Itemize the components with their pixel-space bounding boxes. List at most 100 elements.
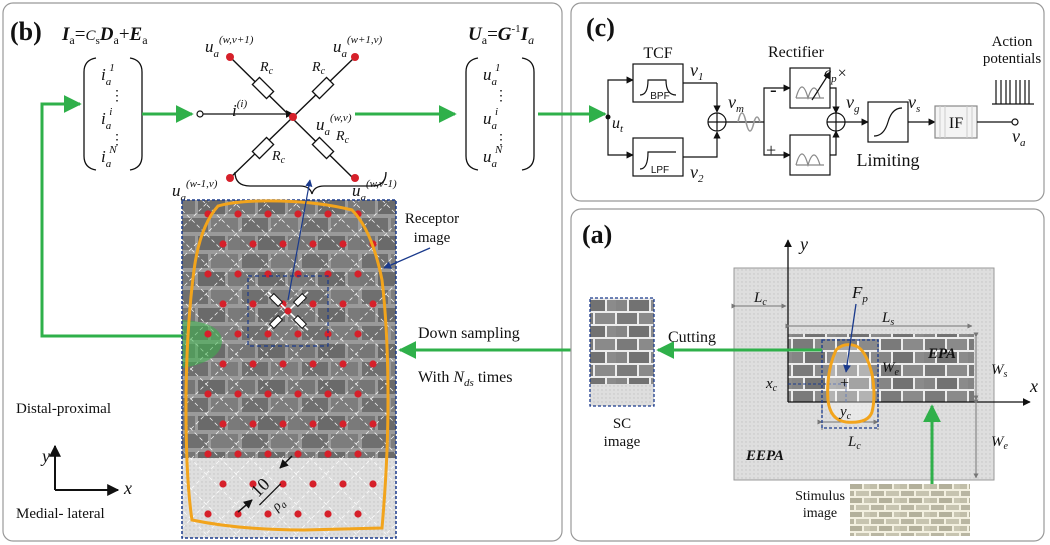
receptor-label-1: Receptor xyxy=(405,211,459,227)
vec-u-dots-1: ⋮ xyxy=(494,89,508,104)
distal-proximal-label: Distal-proximal xyxy=(16,401,111,417)
receptor-label-2: image xyxy=(414,230,451,246)
nds-label: With Nds times xyxy=(418,369,512,389)
axis-y-label-b: y xyxy=(40,446,50,466)
receptor-node xyxy=(234,270,242,278)
resistor-network xyxy=(196,53,359,182)
axis-x-label-b: x xyxy=(123,478,132,498)
node-br xyxy=(351,174,359,182)
receptor-node xyxy=(219,480,227,488)
receptor-node xyxy=(264,330,272,338)
lattice-line xyxy=(182,313,396,529)
fp-label: Fp xyxy=(851,283,868,305)
vec-i-dots-1: ⋮ xyxy=(110,89,124,104)
receptor-node xyxy=(294,390,302,398)
receptor-node xyxy=(279,480,287,488)
action-label-2: potentials xyxy=(983,51,1041,67)
receptor-node xyxy=(309,360,317,368)
axes-legend-b: y x Distal-proximal Medial- lateral xyxy=(16,401,132,522)
label-rc-tl: Rc xyxy=(259,60,274,77)
vec-i-top: ia1 xyxy=(101,62,115,88)
vm-waveform xyxy=(737,112,761,132)
cut-window xyxy=(821,339,879,429)
fp-arrow xyxy=(843,303,857,373)
vs-label: vs xyxy=(908,92,920,115)
receptor-node xyxy=(369,360,377,368)
resistor-tl xyxy=(251,76,275,100)
lattice-line xyxy=(321,200,396,275)
if-block: IF xyxy=(934,105,1019,139)
label-node-bl: ua(w-1,v) xyxy=(172,178,218,204)
ls-label: Ls xyxy=(881,310,894,328)
receptor-node xyxy=(279,360,287,368)
receptor-node xyxy=(294,450,302,458)
bpf-label: BPF xyxy=(650,91,669,102)
lattice-line xyxy=(261,200,396,335)
cutting-label: Cutting xyxy=(668,329,716,346)
label-rc-bl: Rc xyxy=(271,149,286,166)
receptor-node xyxy=(309,420,317,428)
eq-ia-formula: Ia=CsDa+Ea xyxy=(61,24,148,47)
limiting-block xyxy=(867,101,936,143)
receptor-node xyxy=(354,510,362,518)
sum-node-2 xyxy=(826,112,846,132)
lattice-line xyxy=(231,373,396,538)
receptor-node xyxy=(339,300,347,308)
we-outer-label: We xyxy=(991,434,1009,452)
receptor-node xyxy=(204,390,212,398)
sc-image-frame xyxy=(589,297,655,407)
receptor-node xyxy=(324,390,332,398)
receptor-node xyxy=(279,420,287,428)
receptor-node xyxy=(264,450,272,458)
receptor-node xyxy=(234,210,242,218)
yc-label: yc xyxy=(838,404,852,422)
receptor-node xyxy=(324,510,332,518)
we-inner-label: We xyxy=(882,360,900,378)
label-node-tr: ua(w+1,v) xyxy=(333,34,383,60)
vg-label: vg xyxy=(846,92,860,115)
node-tr xyxy=(351,53,359,61)
lc-bottom-label: Lc xyxy=(847,434,861,452)
epa-label: EPA xyxy=(927,346,956,362)
vector-u: ua1 ⋮ uai ⋮ uaN xyxy=(465,57,535,171)
label-rc-br: Rc xyxy=(335,129,350,146)
receptor-node xyxy=(309,240,317,248)
vec-i-mid: iai xyxy=(101,106,112,132)
lpf-label: LPF xyxy=(651,165,669,176)
receptor-node xyxy=(249,480,257,488)
receptor-node xyxy=(264,510,272,518)
epa-region xyxy=(788,334,974,402)
receptor-node xyxy=(249,300,257,308)
tcf-label: TCF xyxy=(643,45,672,62)
eq-ua-formula: Ua=G-1Ia xyxy=(468,23,534,47)
lattice-line xyxy=(201,343,396,538)
receptor-image xyxy=(182,200,396,538)
lattice-line xyxy=(182,223,396,439)
action-potential-spikes xyxy=(992,80,1034,105)
input-terminal xyxy=(196,110,204,118)
receptor-node xyxy=(294,330,302,338)
lattice-line xyxy=(261,403,396,538)
rectifier-label: Rectifier xyxy=(768,44,825,61)
resistor-br xyxy=(311,136,335,160)
stimulus-image xyxy=(850,484,970,536)
dimension-lines xyxy=(731,303,979,479)
lattice-line xyxy=(182,200,361,379)
receptor-node xyxy=(354,450,362,458)
network-brace xyxy=(234,171,387,195)
mini-network xyxy=(267,291,309,331)
resistor-tr xyxy=(311,76,335,100)
arrow-feedback-loop xyxy=(40,95,182,338)
rectifier-branches xyxy=(763,67,840,176)
lattice-line xyxy=(291,433,396,538)
vec-i-dots-2: ⋮ xyxy=(110,133,124,148)
receptor-node xyxy=(369,420,377,428)
label-node-center: ua(w,v) xyxy=(316,112,352,138)
ut-label: ut xyxy=(612,115,624,135)
axis-x-label-a: x xyxy=(1029,376,1038,396)
receptor-node xyxy=(369,480,377,488)
label-input-current: i(i) xyxy=(232,98,247,120)
vec-u-top: ua1 xyxy=(483,62,501,88)
axis-y-label-a: y xyxy=(798,234,808,254)
vm-label: vm xyxy=(728,92,744,115)
